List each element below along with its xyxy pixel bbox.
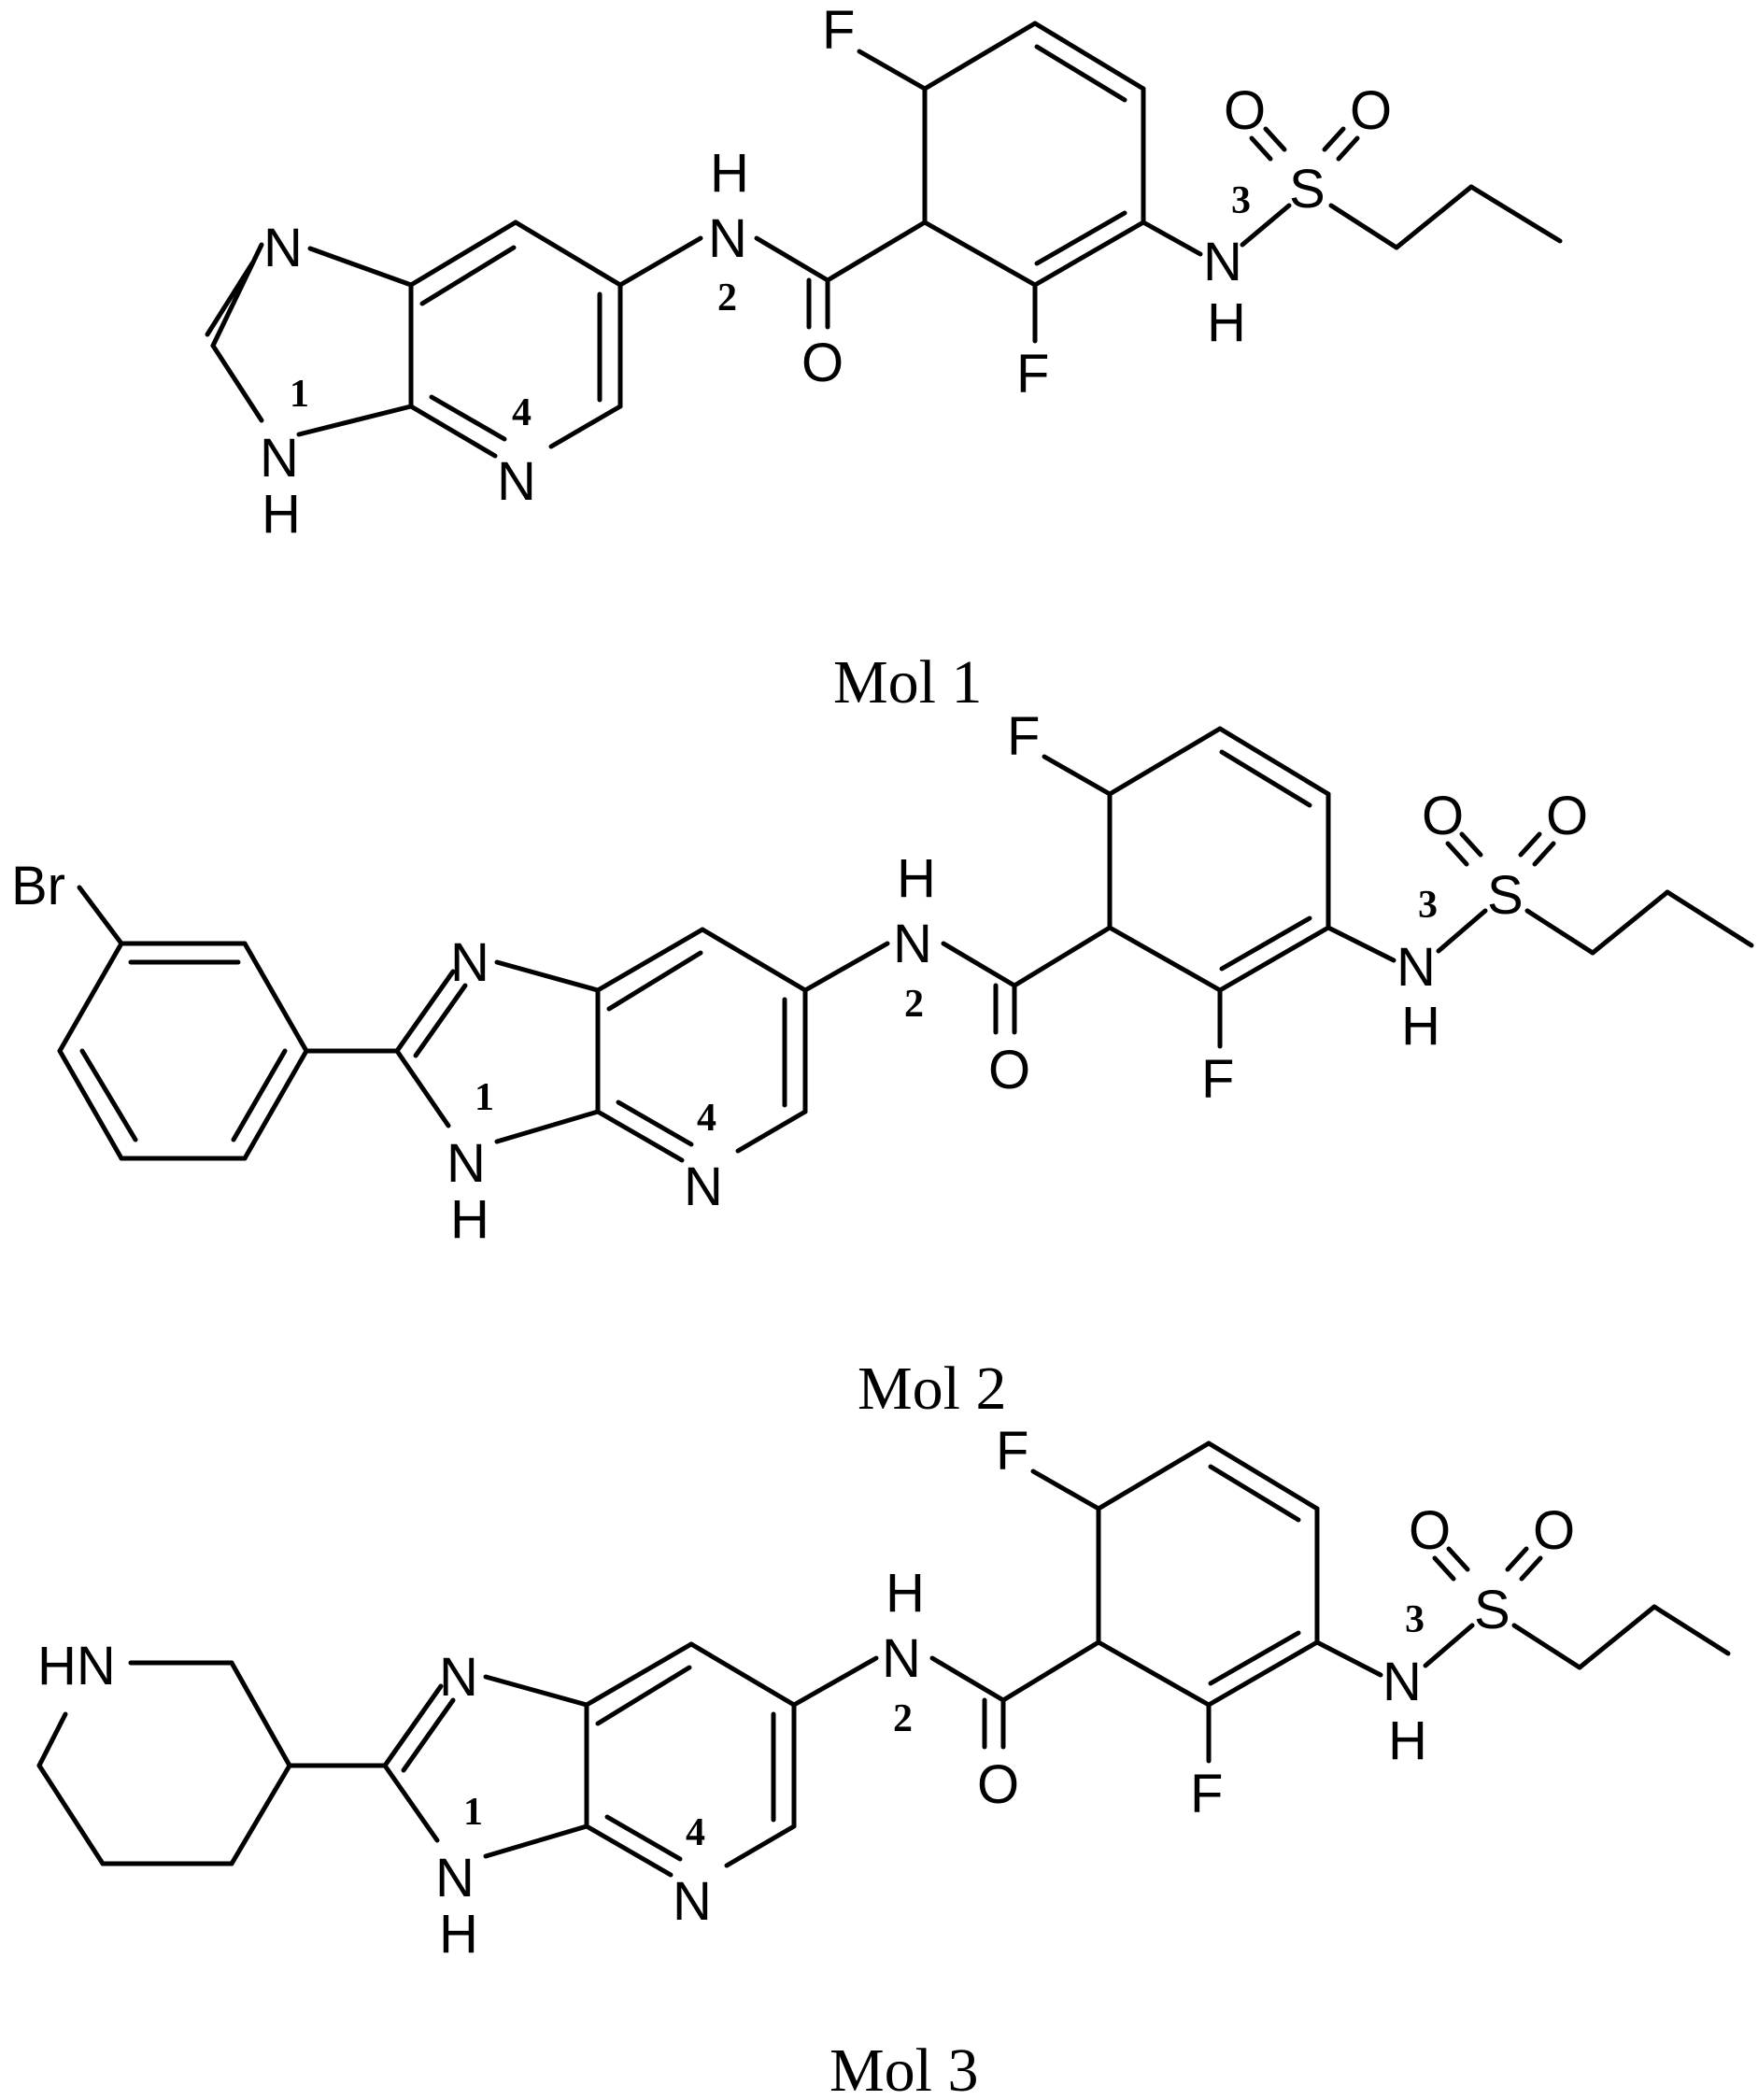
mol3-position-4: 4 <box>686 1811 705 1854</box>
mol1-pyridine-nitrogen: N <box>497 451 536 512</box>
mol2-position-4: 4 <box>697 1097 716 1140</box>
mol2-fluorine-bottom: F <box>1201 1049 1234 1110</box>
mol2-amide-hydrogen: H <box>897 848 936 909</box>
mol3-atom-labels: HN F F N H O N H S O O N N H N 1 2 3 4 <box>37 1421 1575 1965</box>
mol3-sulfonyl-oxygen-right: O <box>1533 1500 1575 1561</box>
mol1-fluorine-top: F <box>822 0 855 61</box>
mol1-sulfonamide-hydrogen: H <box>1207 292 1246 353</box>
mol3-position-1: 1 <box>463 1791 483 1834</box>
mol3-amide-hydrogen: H <box>886 1563 925 1624</box>
mol2-sulfonamide-nitrogen: N <box>1396 937 1436 998</box>
mol1-amide-nitrogen: N <box>708 208 747 269</box>
mol1-imidazole-n1: N <box>260 428 299 489</box>
molecule-1: F F N H O N H S O O N N H N 1 2 3 4 Mol … <box>205 0 1563 717</box>
mol1-bonds <box>205 21 1563 459</box>
mol2-position-3: 3 <box>1418 884 1438 927</box>
mol2-imidazole-n1: N <box>447 1133 486 1194</box>
mol1-position-3: 3 <box>1231 179 1251 222</box>
mol1-sulfonyl-oxygen-right: O <box>1350 80 1392 141</box>
mol2-amide-nitrogen: N <box>893 914 932 974</box>
molecule-2: Br F F N H O N H S O O N N H N 1 2 3 4 M… <box>11 706 1754 1423</box>
mol3-sulfonyl-oxygen-left: O <box>1409 1500 1451 1561</box>
mol2-sulfonamide-hydrogen: H <box>1401 996 1440 1057</box>
mol3-caption: Mol 3 <box>829 2036 979 2100</box>
mol3-sulfur: S <box>1474 1580 1510 1640</box>
mol1-imidazole-n3: N <box>263 218 303 278</box>
mol2-sulfur: S <box>1487 865 1524 926</box>
mol1-carbonyl-oxygen: O <box>801 333 844 393</box>
mol3-imidazole-h1: H <box>439 1904 478 1965</box>
mol3-piperidine-nh: HN <box>37 1636 116 1696</box>
mol1-position-2: 2 <box>717 277 737 319</box>
mol3-carbonyl-oxygen: O <box>977 1754 1019 1815</box>
mol2-bonds <box>57 726 1754 1163</box>
mol1-fluorine-bottom: F <box>1016 344 1049 404</box>
mol2-imidazole-n3: N <box>450 932 489 993</box>
mol1-caption: Mol 1 <box>833 648 983 717</box>
mol2-sulfonyl-oxygen-right: O <box>1546 786 1588 846</box>
molecule-3: HN F F N H O N H S O O N N H N 1 2 3 4 M… <box>36 1421 1731 2100</box>
mol2-pyridine-nitrogen: N <box>684 1156 723 1217</box>
mol1-sulfur: S <box>1289 159 1326 220</box>
mol1-sulfonamide-nitrogen: N <box>1203 232 1242 292</box>
mol2-atom-labels: Br F F N H O N H S O O N N H N 1 2 3 4 <box>11 706 1588 1250</box>
mol3-position-3: 3 <box>1405 1598 1425 1641</box>
mol1-amide-hydrogen: H <box>710 143 749 204</box>
mol1-atom-labels: F F N H O N H S O O N N H N 1 2 3 4 <box>260 0 1392 545</box>
mol2-position-2: 2 <box>904 983 924 1026</box>
mol2-position-1: 1 <box>475 1076 494 1119</box>
mol3-fluorine-bottom: F <box>1190 1764 1223 1824</box>
mol3-fluorine-top: F <box>996 1421 1028 1482</box>
mol3-sulfonamide-hydrogen: H <box>1388 1710 1427 1771</box>
mol3-bonds <box>36 1440 1731 1878</box>
mol2-caption: Mol 2 <box>858 1355 1007 1423</box>
mol1-sulfonyl-oxygen-left: O <box>1224 80 1266 141</box>
mol2-imidazole-h1: H <box>450 1189 489 1250</box>
mol3-amide-nitrogen: N <box>882 1628 921 1689</box>
mol2-sulfonyl-oxygen-left: O <box>1422 786 1464 846</box>
mol3-imidazole-n3: N <box>439 1647 478 1708</box>
mol3-pyridine-nitrogen: N <box>673 1871 712 1932</box>
mol1-position-1: 1 <box>290 373 309 416</box>
mol2-bromine: Br <box>11 856 65 916</box>
mol1-imidazole-h1: H <box>262 484 301 545</box>
mol3-position-2: 2 <box>893 1697 913 1740</box>
mol2-carbonyl-oxygen: O <box>988 1040 1030 1100</box>
mol1-position-4: 4 <box>512 391 532 434</box>
mol3-imidazole-n1: N <box>435 1848 475 1908</box>
mol2-fluorine-top: F <box>1007 706 1040 767</box>
mol3-sulfonamide-nitrogen: N <box>1382 1652 1422 1712</box>
